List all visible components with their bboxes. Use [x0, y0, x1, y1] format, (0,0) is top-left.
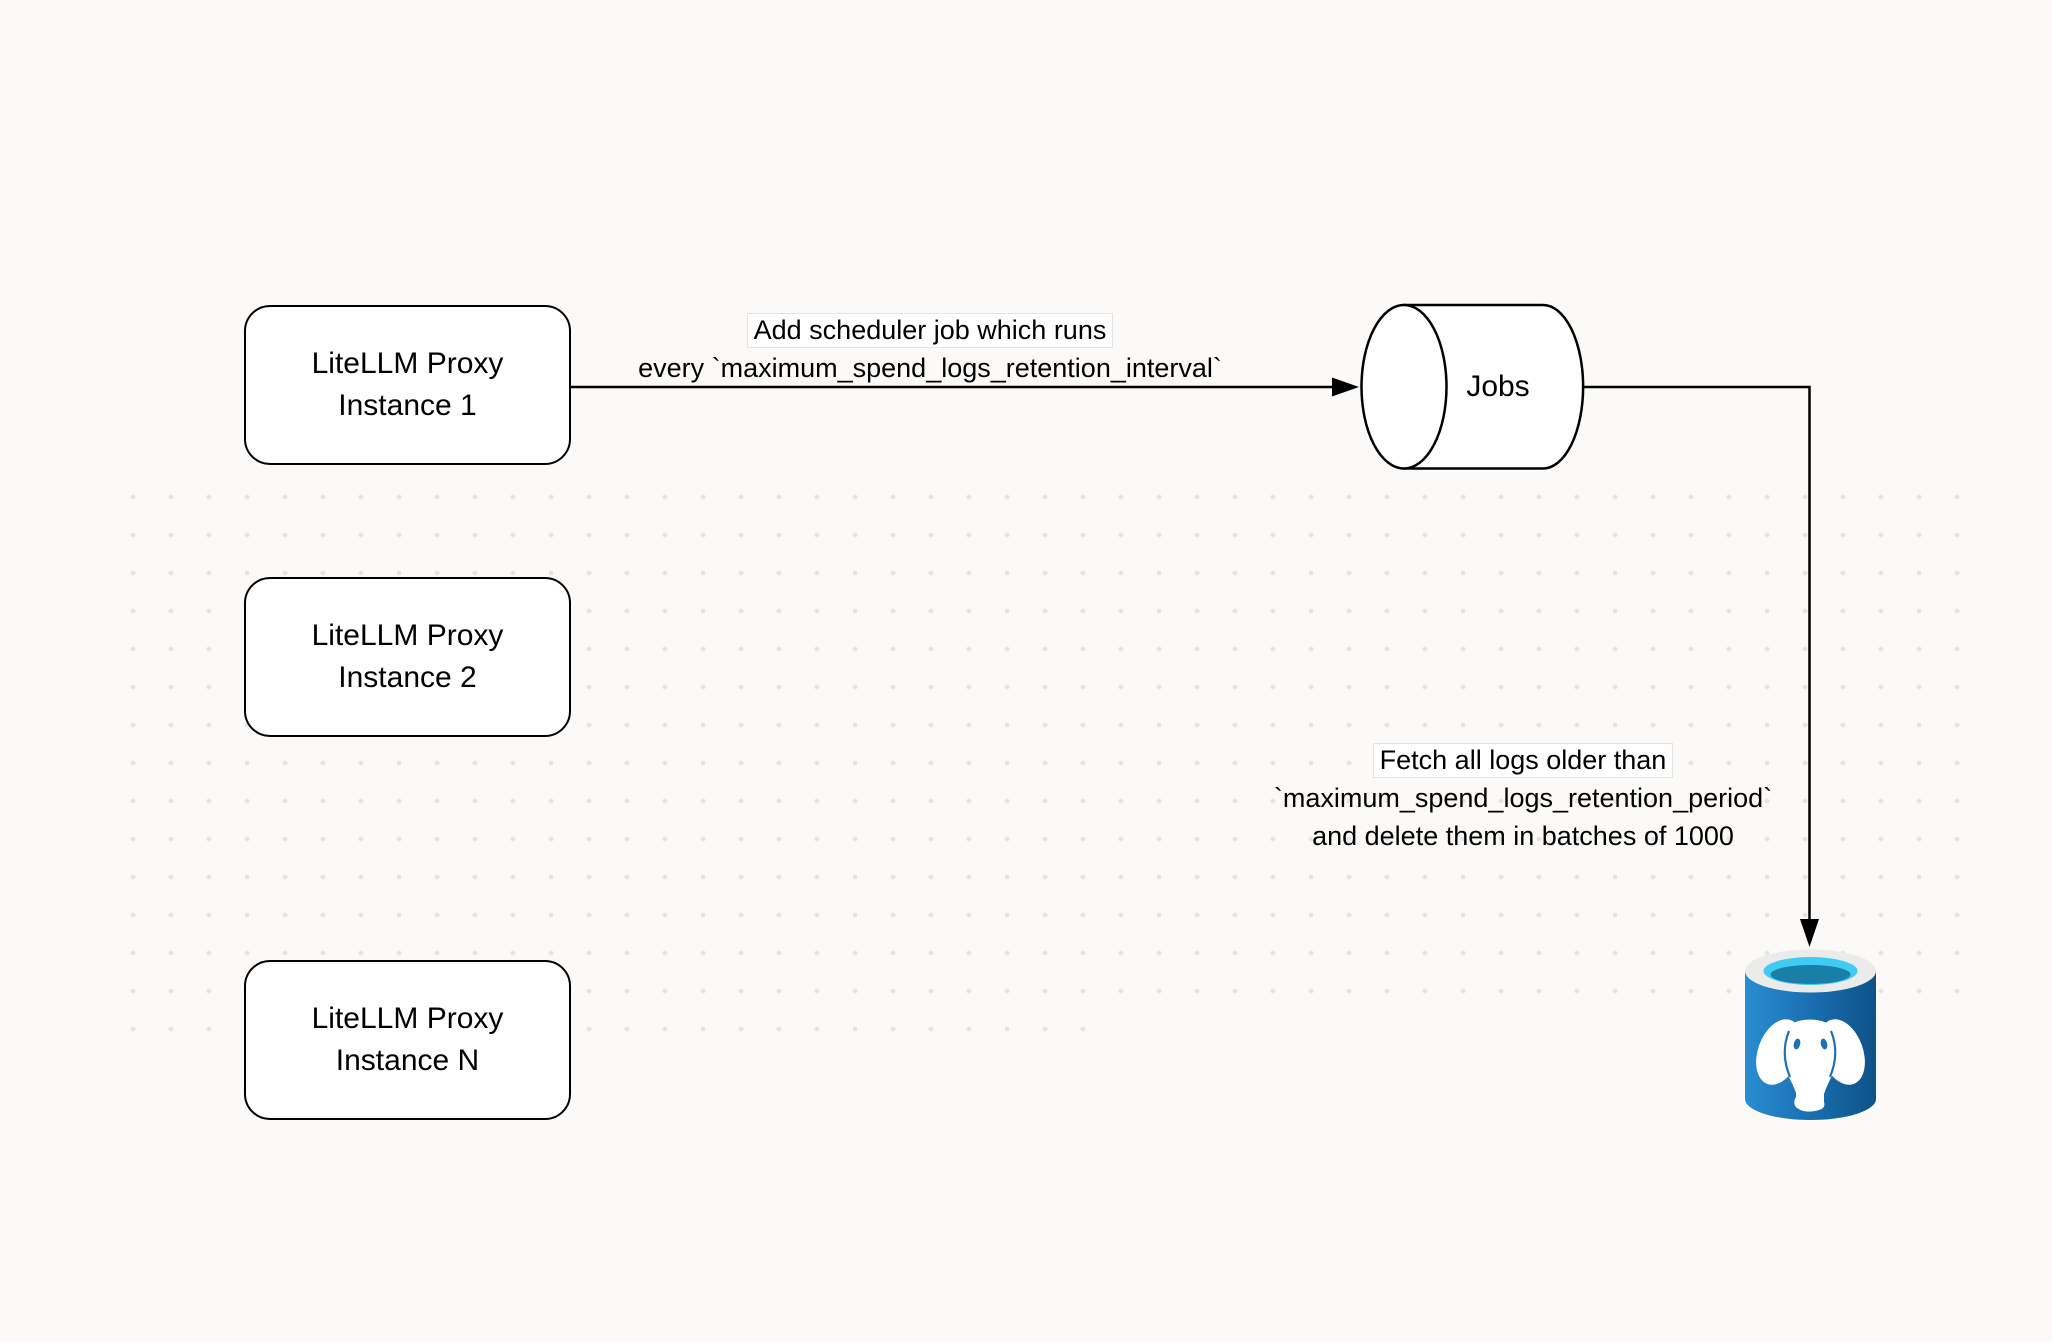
edge-label-line: Add scheduler job which runs	[530, 311, 1330, 349]
node-litellm-proxy-instance-1[interactable]: LiteLLM Proxy Instance 1	[244, 305, 571, 465]
node-label: LiteLLM Proxy	[311, 619, 504, 652]
node-litellm-proxy-instance-2[interactable]: LiteLLM Proxy Instance 2	[244, 577, 571, 737]
edge-label-line: every `maximum_spend_logs_retention_inte…	[638, 353, 1222, 383]
edge-label-line: `maximum_spend_logs_retention_period`	[1273, 783, 1773, 813]
postgres-water-depth	[1770, 965, 1851, 984]
node-label: Instance 1	[338, 389, 477, 422]
node-litellm-proxy-instance-n[interactable]: LiteLLM Proxy Instance N	[244, 960, 571, 1120]
edge-label-line: and delete them in batches of 1000	[1312, 821, 1734, 851]
edge-add-scheduler-job[interactable]	[571, 377, 1359, 397]
postgres-elephant-logo	[1756, 1019, 1865, 1112]
jobs-queue-shape[interactable]	[1360, 303, 1585, 470]
postgresql-database-icon[interactable]	[1745, 949, 1876, 1121]
node-label: Instance 2	[338, 661, 477, 694]
edge-label-line: Fetch all logs older than	[1123, 741, 1923, 779]
node-label: LiteLLM Proxy	[311, 1002, 504, 1035]
node-label: Instance N	[335, 1044, 480, 1077]
edge-label-add-scheduler-job[interactable]: Add scheduler job which runs every `maxi…	[530, 311, 1330, 387]
edge-fetch-and-delete[interactable]	[1583, 385, 1819, 947]
edge-label-fetch-and-delete[interactable]: Fetch all logs older than `maximum_spend…	[1123, 741, 1923, 855]
node-label: LiteLLM Proxy	[311, 347, 504, 380]
jobs-queue-label: Jobs	[1466, 370, 1530, 403]
